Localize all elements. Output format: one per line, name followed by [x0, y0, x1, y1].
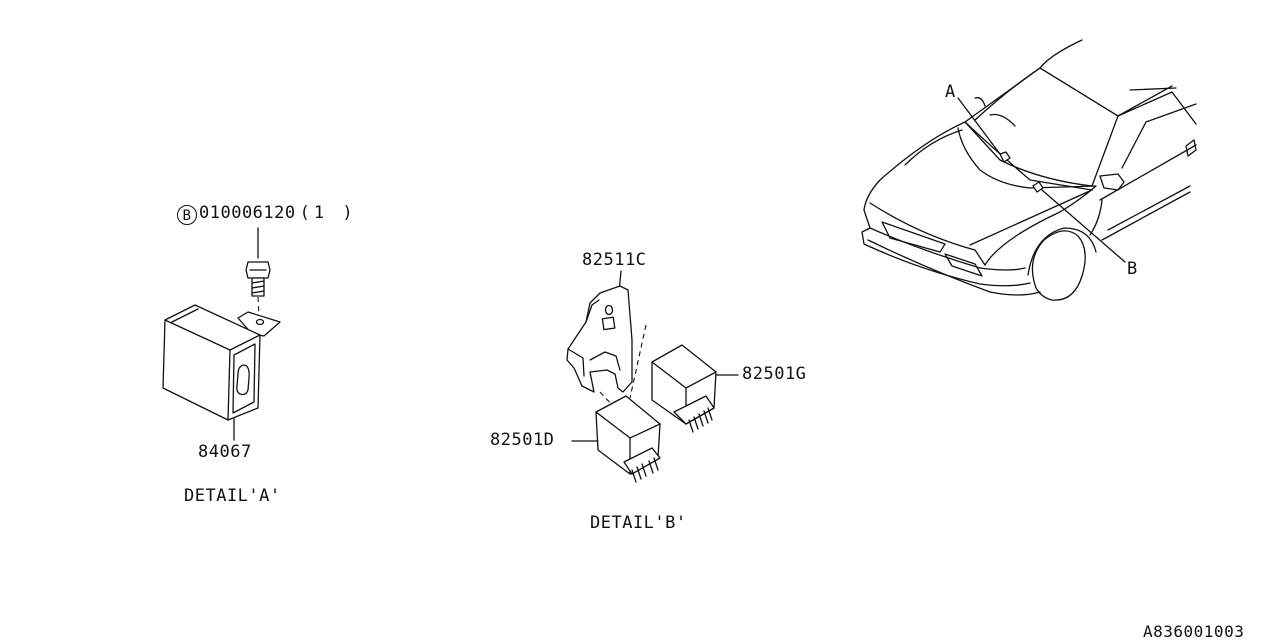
bolt-callout-symbol: B	[177, 205, 197, 225]
bracket-part-number-label: 82511C	[582, 250, 647, 270]
relay-lower-part-number-label: 82501D	[490, 430, 555, 450]
bolt-part-number: 010006120	[199, 203, 296, 223]
relay-82501g	[651, 344, 739, 433]
bracket-82511c	[566, 270, 647, 409]
vehicle-front-view	[861, 39, 1197, 301]
bolt-010006120	[245, 227, 271, 319]
diagram-id: A836001003	[1143, 622, 1245, 640]
control-unit-84067	[162, 304, 281, 441]
location-a-label: A	[945, 82, 956, 102]
unit-part-number-label: 84067	[198, 442, 252, 462]
detail-b-title: DETAIL'B'	[590, 513, 687, 533]
bolt-qty-note: (1 )	[299, 203, 357, 223]
relay-82501d	[571, 395, 661, 483]
relay-upper-part-number-label: 82501G	[742, 364, 807, 384]
detail-a-title: DETAIL'A'	[184, 486, 281, 506]
location-b-label: B	[1127, 259, 1138, 279]
